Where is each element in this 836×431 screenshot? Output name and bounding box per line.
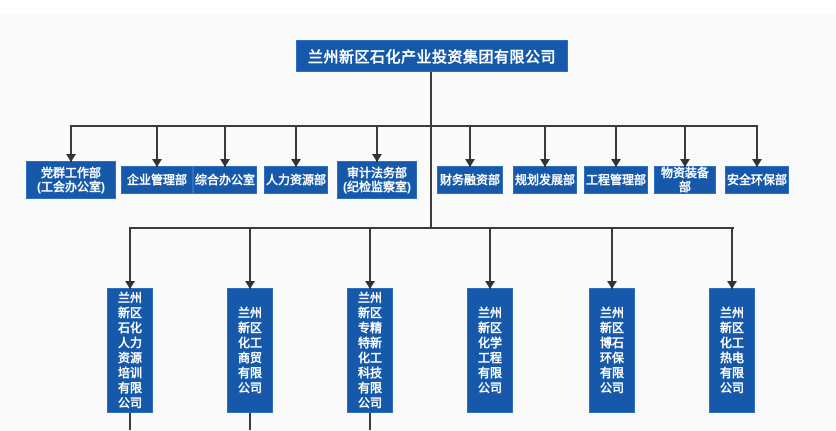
node-label-line: 特新 (357, 335, 382, 350)
node-label-line: 博石 (599, 335, 624, 350)
node-label-line: 热电 (719, 350, 744, 365)
subsidiary-node: 兰州新区化工商贸有限公司 (227, 229, 273, 413)
node-label-line: 有限 (719, 365, 744, 380)
subsidiary-node: 兰州新区化学工程有限公司 (467, 229, 513, 413)
department-node: 审计法务部(纪检监察室) (337, 127, 417, 199)
node-label-line: 环保 (599, 350, 624, 365)
connector-tail (249, 413, 251, 430)
node-label-line: 有限 (117, 380, 142, 395)
subsidiary-node: 兰州新区石化人力资源培训有限公司 (107, 229, 153, 413)
department-node: 人力资源部 (264, 127, 328, 194)
node-label-line: 化学 (477, 335, 502, 350)
subsidiary-node: 兰州新区化工热电有限公司 (709, 229, 755, 413)
node-label-line: 兰州 (719, 305, 744, 320)
node-label-line: 化工 (719, 335, 744, 350)
connector-trunk (430, 72, 432, 229)
node-label-line: 兰州 (599, 305, 624, 320)
node-label-line: 培训 (117, 365, 142, 380)
node-label-line: 专精 (357, 320, 382, 335)
node-label-line: 党群工作部 (40, 166, 101, 180)
department-node: 安全环保部 (725, 127, 789, 194)
node-label-line: 化工 (237, 335, 262, 350)
node-label-line: 新区 (237, 320, 262, 335)
node-label-line: 兰州 (477, 305, 502, 320)
department-node: 工程管理部 (584, 127, 648, 194)
node-label-line: 兰州 (357, 290, 382, 305)
connector-departments-bus (70, 125, 758, 127)
node-label-line: 兰州 (237, 305, 262, 320)
node-label-line: 有限 (599, 365, 624, 380)
node-label-line: 工程管理部 (586, 173, 647, 187)
node-label-line: 石化 (117, 320, 142, 335)
node-label-line: 人力 (117, 335, 142, 350)
node-label-line: 资源 (117, 350, 142, 365)
node-label-line: 新区 (117, 305, 142, 320)
node-label-line: 兰州 (117, 290, 142, 305)
department-node: 企业管理部 (121, 127, 193, 194)
node-label-line: 有限 (237, 365, 262, 380)
node-label-line: 财务融资部 (439, 173, 500, 187)
node-label-line: 有限 (477, 365, 502, 380)
node-label-line: 工程 (477, 350, 502, 365)
node-label-line: 公司 (357, 395, 382, 410)
node-label-line: 规划发展部 (515, 173, 576, 187)
node-label-line: 综合办公室 (195, 173, 256, 187)
node-label-line: (纪检监察室) (343, 180, 411, 194)
department-node: 财务融资部 (437, 127, 503, 194)
node-label-line: 商贸 (237, 350, 262, 365)
connector-subsidiaries-bus (129, 227, 734, 229)
department-node: 综合办公室 (193, 127, 257, 194)
top-whitespace (0, 0, 836, 14)
node-label-line: 安全环保部 (727, 173, 788, 187)
department-node: 党群工作部(工会办公室) (26, 127, 116, 199)
node-label-line: 新区 (357, 305, 382, 320)
node-label-line: 审计法务部 (346, 166, 407, 180)
node-label-line: 公司 (117, 395, 142, 410)
department-node: 规划发展部 (513, 127, 577, 194)
node-label-line: 新区 (477, 320, 502, 335)
connector-tail (129, 413, 131, 430)
node-label-line: 公司 (477, 380, 502, 395)
node-label-line: 人力资源部 (266, 173, 327, 187)
node-label-line: 公司 (237, 380, 262, 395)
connector-tail (369, 413, 371, 430)
node-label-line: 物资装备部 (660, 166, 709, 194)
node-label-line: 科技 (357, 365, 382, 380)
node-label-line: 公司 (719, 380, 744, 395)
node-label-line: 新区 (719, 320, 744, 335)
node-label-line: 有限 (357, 380, 382, 395)
org-node-root: 兰州新区石化产业投资集团有限公司 (296, 40, 568, 72)
node-label-line: 化工 (357, 350, 382, 365)
subsidiary-node: 兰州新区专精特新化工科技有限公司 (347, 229, 393, 413)
department-node: 物资装备部 (654, 127, 716, 194)
node-label-line: 企业管理部 (126, 173, 187, 187)
node-label-line: 新区 (599, 320, 624, 335)
node-label-line: (工会办公室) (37, 180, 105, 194)
subsidiary-node: 兰州新区博石环保有限公司 (589, 229, 635, 413)
node-label-line: 公司 (599, 380, 624, 395)
